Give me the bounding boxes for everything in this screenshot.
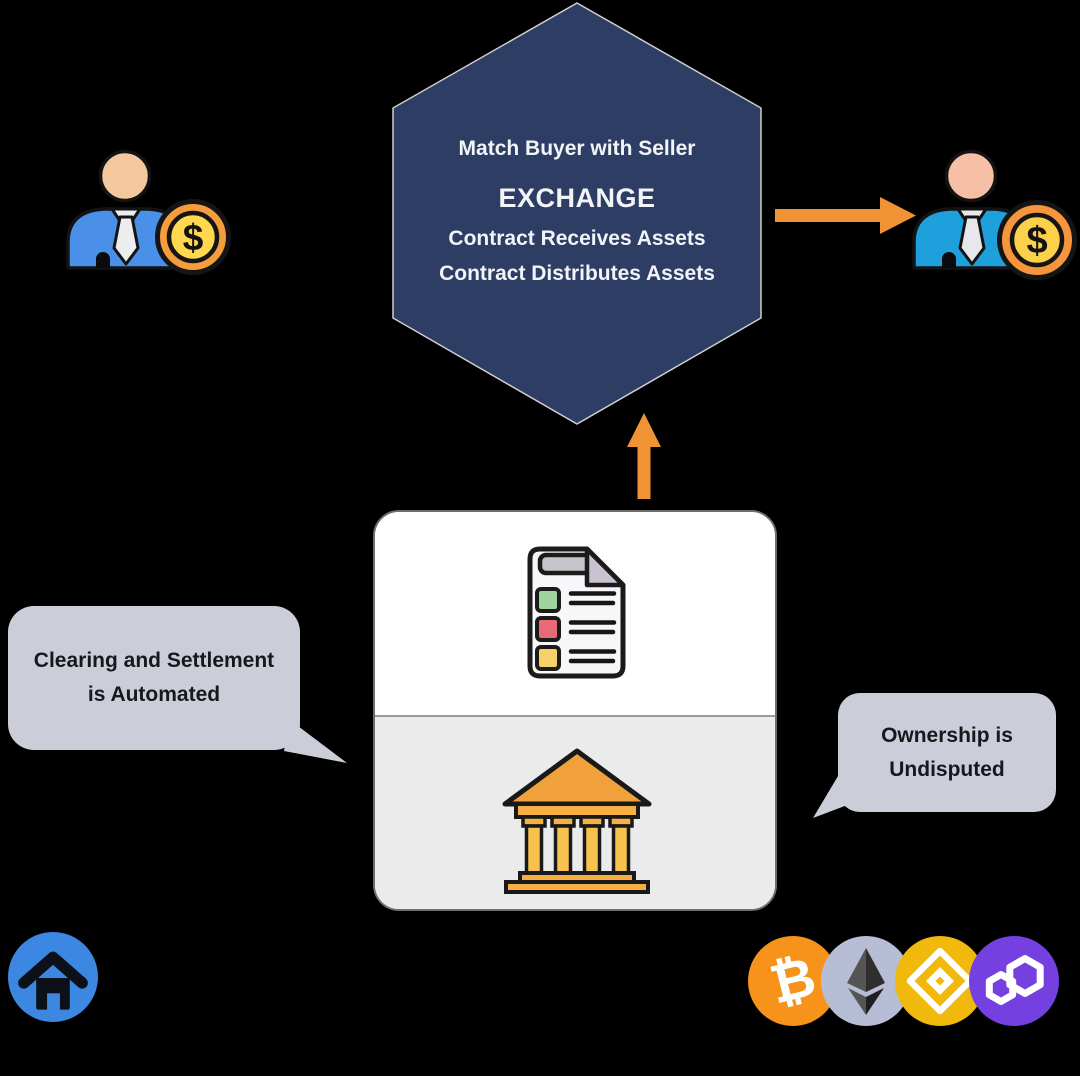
callout-left: Clearing and Settlement is Automated: [8, 606, 300, 750]
arrow-up-icon: [627, 413, 661, 499]
checklist-lines: [568, 591, 617, 664]
buyer-icon: $: [66, 149, 231, 275]
coin-face: [166, 210, 220, 264]
document-header-bar: [537, 552, 595, 576]
checklist-square-green: [535, 587, 561, 613]
arrow-right-icon: [775, 197, 916, 234]
callout-right-line-2: Undisputed: [889, 757, 1005, 781]
seller-arm-notch: [942, 252, 956, 268]
ethereum-icon: [821, 936, 911, 1026]
checklist-document-icon: [527, 546, 626, 679]
arrow-head: [627, 413, 661, 447]
seller-icon: $: [912, 149, 1077, 280]
bank-roof: [502, 748, 652, 807]
hexagon-top-line: Match Buyer with Seller: [458, 137, 696, 160]
buyer-head: [98, 149, 152, 203]
home-icon: [8, 932, 98, 1022]
home-glyph: [18, 951, 88, 1010]
coin-face: [1009, 212, 1065, 268]
callout-left-line-2: is Automated: [87, 683, 221, 706]
seller-tie: [958, 215, 986, 266]
dollar-coin-icon: $: [997, 200, 1077, 280]
buyer-arm-notch: [96, 252, 110, 268]
buyer-tie: [112, 215, 140, 266]
checklist-square-red: [535, 616, 561, 642]
callout-left-line-1: Clearing and Settlement: [33, 649, 275, 672]
seller-head: [944, 149, 998, 203]
arrow-shaft: [637, 444, 651, 499]
bitcoin-symbol: ₿: [764, 946, 822, 1016]
hexagon-shape: [392, 2, 762, 425]
dollar-coin-icon: $: [155, 199, 231, 275]
callout-right-line-1: Ownership is: [881, 723, 1013, 747]
document-folded-corner: [584, 546, 626, 588]
hexagon-detail-line-2: Contract Distributes Assets: [439, 262, 715, 285]
bank-columns: [521, 815, 634, 875]
card-divider: [375, 715, 775, 717]
polygon-icon: [969, 936, 1059, 1026]
arrow-shaft: [775, 209, 881, 222]
hexagon-detail-line-1: Contract Receives Assets: [448, 227, 706, 250]
home-door: [47, 992, 60, 1010]
exchange-hexagon: [392, 2, 762, 425]
coin-dollar-symbol: $: [183, 217, 204, 258]
callout-right: Ownership is Undisputed: [838, 693, 1056, 812]
bank-step-lower: [504, 880, 650, 894]
bank-architrave: [514, 802, 640, 819]
bank-icon: [502, 748, 652, 894]
bnb-glyph: [906, 947, 974, 1015]
ethereum-glyph: [847, 948, 885, 1015]
arrow-head: [880, 197, 916, 234]
hexagon-title: EXCHANGE: [498, 183, 656, 213]
polygon-glyph: [985, 955, 1044, 1005]
checklist-square-yellow: [535, 645, 561, 671]
coin-dollar-symbol: $: [1026, 220, 1047, 262]
callout-left-tail: [284, 720, 347, 763]
